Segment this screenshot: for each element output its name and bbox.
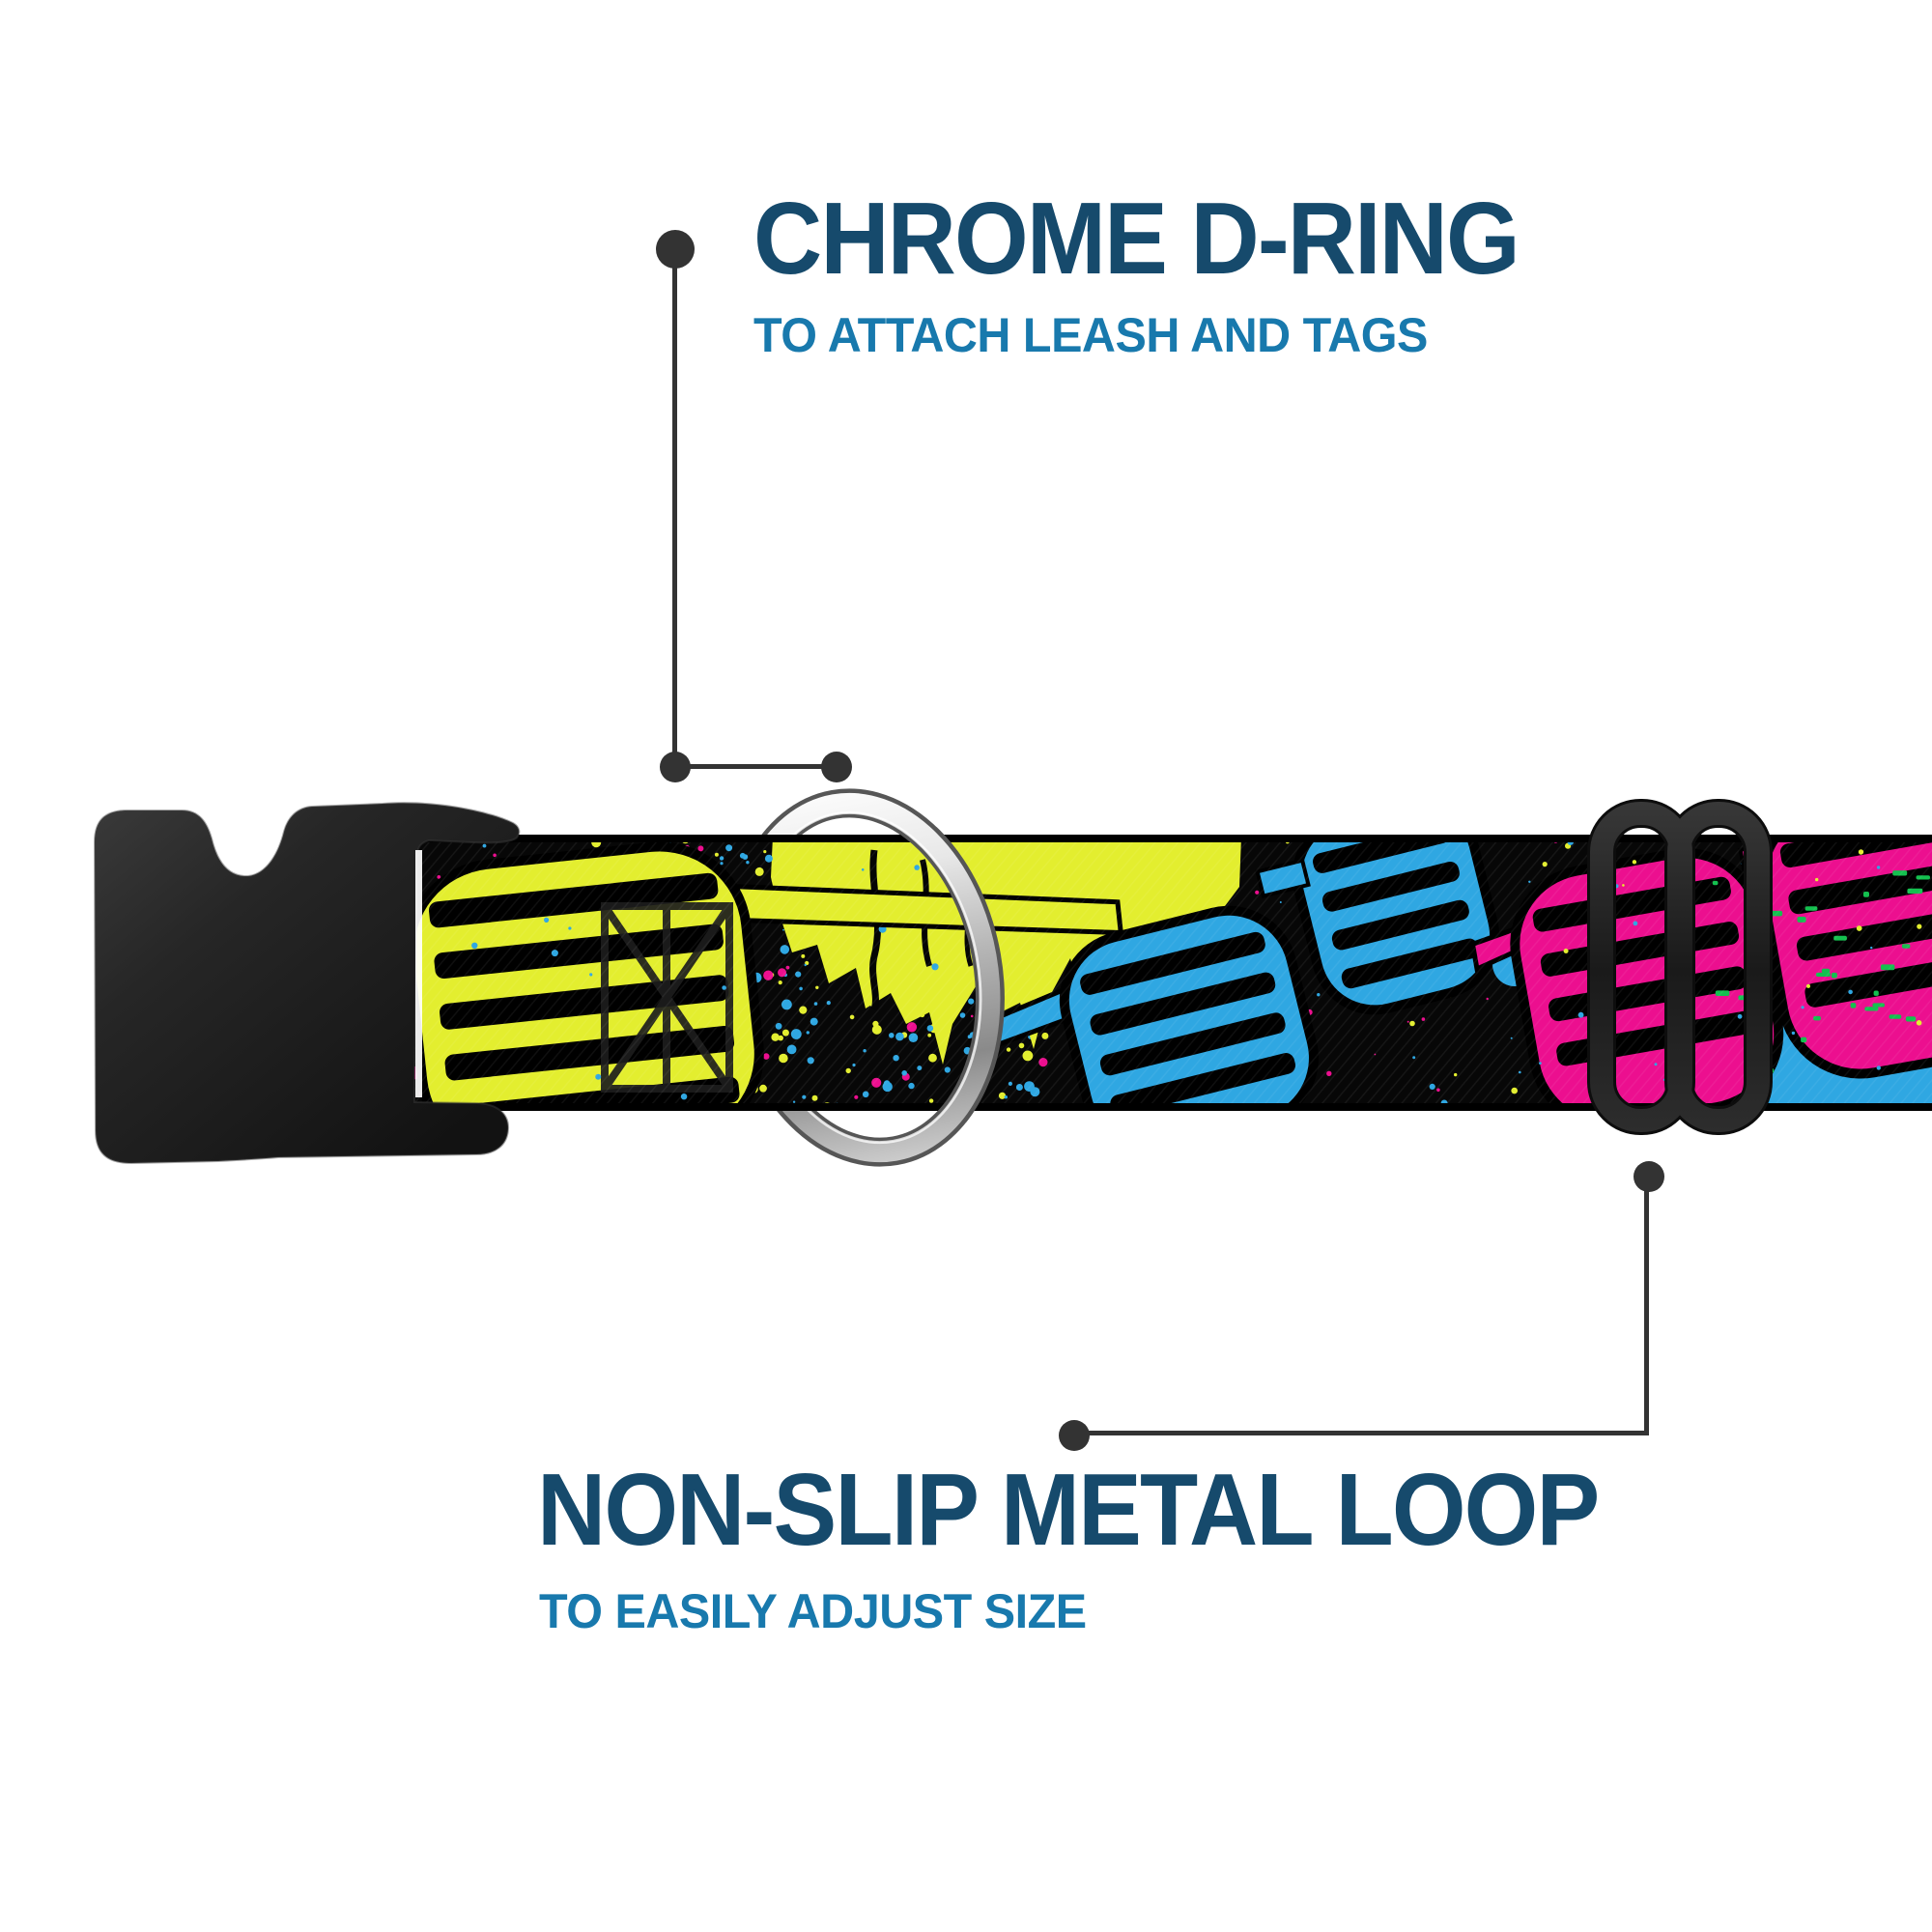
buckle-slot-gap	[415, 850, 422, 1097]
buckle-body	[93, 802, 521, 1165]
callout-line-horizontal	[675, 764, 837, 769]
dring-callout-subtitle: TO ATTACH LEASH AND TAGS	[753, 308, 1428, 362]
plastic-side-release-buckle	[93, 802, 521, 1165]
callout-elbow-dot	[1059, 1420, 1090, 1451]
dring-callout-title: CHROME D-RING	[753, 182, 1520, 296]
callout-line-vertical	[1644, 1190, 1649, 1434]
collar-webbing	[406, 835, 1932, 1111]
loop-callout-subtitle: TO EASILY ADJUST SIZE	[539, 1584, 1087, 1638]
callout-line-vertical	[672, 265, 677, 755]
chrome-d-ring-front	[894, 827, 1005, 1122]
webbing-pattern	[406, 835, 1932, 1111]
metal-adjustment-loop	[1587, 799, 1773, 1135]
loop-callout-title: NON-SLIP METAL LOOP	[537, 1453, 1600, 1567]
callout-marker-dot	[656, 230, 695, 269]
callout-target-dot	[1634, 1161, 1664, 1192]
callout-line-horizontal	[1074, 1431, 1649, 1435]
callout-target-dot	[821, 752, 852, 782]
